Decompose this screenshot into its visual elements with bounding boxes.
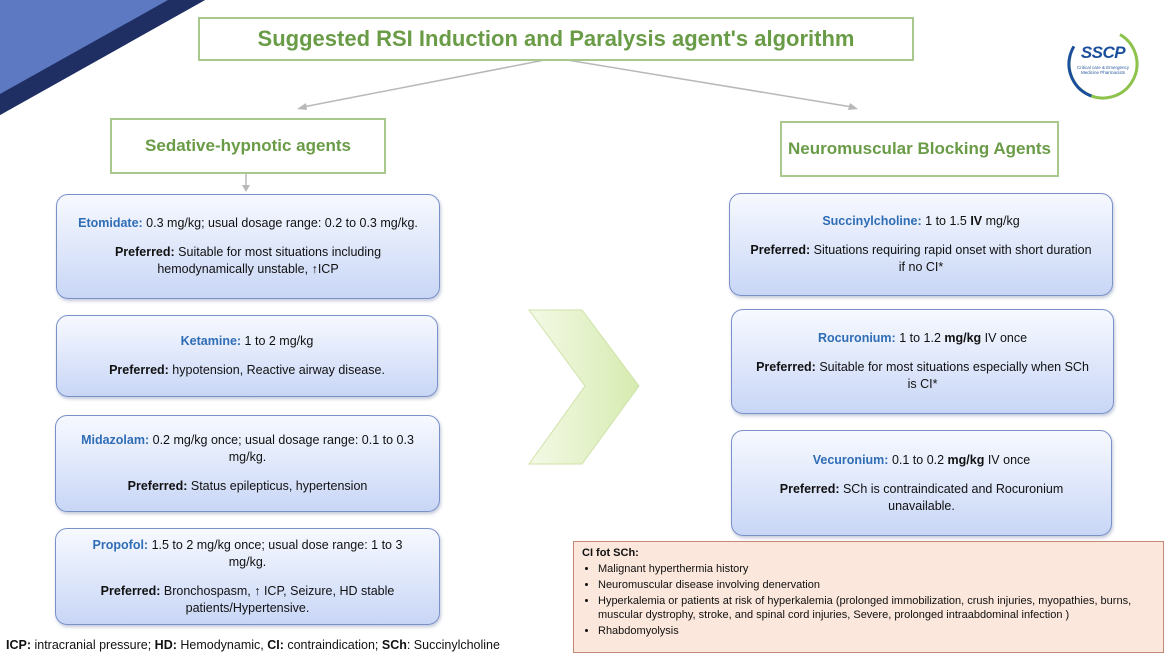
drug-box-midazolam: Midazolam: 0.2 mg/kg once; usual dosage … bbox=[55, 415, 440, 512]
abbr-sch: SCh bbox=[381, 638, 407, 652]
abbr-ci: CI: bbox=[267, 638, 284, 652]
drug-box-etomidate: Etomidate: 0.3 mg/kg; usual dosage range… bbox=[56, 194, 440, 299]
preferred-text: Status epilepticus, hypertension bbox=[187, 479, 368, 493]
preferred-text: hypotension, Reactive airway disease. bbox=[168, 363, 385, 377]
drug-box-ketamine: Ketamine: 1 to 2 mg/kg Preferred: hypote… bbox=[56, 315, 438, 397]
drug-name: Vecuronium: bbox=[812, 452, 889, 467]
preferred-label: Preferred: bbox=[100, 583, 161, 598]
drug-box-succinylcholine: Succinylcholine: 1 to 1.5 IV mg/kg Prefe… bbox=[729, 193, 1113, 296]
drug-dose: 1 to 1.5 bbox=[921, 214, 971, 228]
diagram-title: Suggested RSI Induction and Paralysis ag… bbox=[198, 17, 914, 61]
preferred-text: SCh is contraindicated and Rocuronium un… bbox=[839, 481, 1064, 513]
list-item: Neuromuscular disease involving denervat… bbox=[598, 578, 1155, 592]
drug-box-propofol: Propofol: 1.5 to 2 mg/kg once; usual dos… bbox=[55, 528, 440, 625]
drug-dose-emphasis: IV bbox=[970, 214, 983, 228]
drug-dose-emphasis: mg/kg bbox=[947, 452, 985, 467]
preferred-label: Preferred: bbox=[756, 360, 816, 374]
abbr-sch-text: : Succinylcholine bbox=[406, 638, 500, 652]
drug-name: Midazolam: bbox=[81, 433, 150, 447]
category-neuromuscular-blocking: Neuromuscular Blocking Agents bbox=[780, 121, 1059, 177]
preferred-label: Preferred: bbox=[779, 481, 840, 496]
preferred-text: Suitable for most situations especially … bbox=[815, 360, 1089, 391]
category-sedative-hypnotic: Sedative-hypnotic agents bbox=[110, 118, 386, 174]
drug-dose: 1 to 2 mg/kg bbox=[241, 334, 314, 348]
abbr-icp-text: intracranial pressure; bbox=[31, 638, 155, 652]
abbr-hd-text: Hemodynamic, bbox=[176, 638, 268, 652]
drug-dose: 1 to 1.2 bbox=[895, 331, 945, 345]
abbr-icp: ICP: bbox=[6, 638, 31, 652]
chevron-right-icon bbox=[528, 309, 640, 465]
drug-dose: mg/kg bbox=[982, 214, 1020, 228]
preferred-label: Preferred: bbox=[114, 245, 175, 259]
sscp-logo-icon bbox=[1067, 28, 1139, 100]
abbr-ci-text: contraindication; bbox=[283, 638, 382, 652]
preferred-label: Preferred: bbox=[109, 363, 169, 377]
drug-name: Rocuronium: bbox=[817, 331, 896, 345]
preferred-label: Preferred: bbox=[127, 479, 188, 493]
drug-dose: IV once bbox=[981, 331, 1028, 345]
drug-dose-emphasis: mg/kg bbox=[944, 331, 982, 345]
drug-dose: IV once bbox=[984, 452, 1031, 467]
drug-dose: 0.3 mg/kg; usual dosage range: 0.2 to 0.… bbox=[142, 216, 418, 230]
drug-dose: 0.1 to 0.2 bbox=[888, 452, 948, 467]
drug-name: Etomidate: bbox=[78, 216, 143, 230]
drug-box-rocuronium: Rocuronium: 1 to 1.2 mg/kg IV once Prefe… bbox=[731, 309, 1114, 414]
drug-box-vecuronium: Vecuronium: 0.1 to 0.2 mg/kg IV once Pre… bbox=[731, 430, 1112, 536]
preferred-text: Bronchospasm, ↑ ICP, Seizure, HD stable … bbox=[160, 583, 395, 615]
contraindications-box: CI fot SCh: Malignant hyperthermia histo… bbox=[573, 541, 1164, 653]
list-item: Malignant hyperthermia history bbox=[598, 562, 1155, 576]
drug-dose: 0.2 mg/kg once; usual dosage range: 0.1 … bbox=[149, 433, 414, 464]
contraindications-list: Malignant hyperthermia history Neuromusc… bbox=[582, 562, 1155, 638]
logo-text: SSCP bbox=[1080, 43, 1126, 62]
preferred-text: Situations requiring rapid onset with sh… bbox=[810, 243, 1092, 274]
drug-name: Ketamine: bbox=[180, 334, 242, 348]
abbr-hd: HD: bbox=[154, 638, 177, 652]
list-item: Rhabdomyolysis bbox=[598, 624, 1155, 638]
preferred-text: Suitable for most situations including h… bbox=[157, 245, 382, 276]
drug-name: Succinylcholine: bbox=[822, 214, 922, 228]
abbreviations-footer: ICP: intracranial pressure; HD: Hemodyna… bbox=[6, 638, 500, 652]
list-item: Hyperkalemia or patients at risk of hype… bbox=[598, 594, 1155, 622]
preferred-label: Preferred: bbox=[750, 243, 811, 257]
logo-subtitle: Critical care & Emergency Medicine Pharm… bbox=[1076, 65, 1130, 75]
drug-name: Propofol: bbox=[92, 537, 149, 552]
contraindications-title: CI fot SCh: bbox=[582, 547, 639, 559]
drug-dose: 1.5 to 2 mg/kg once; usual dose range: 1… bbox=[148, 537, 403, 569]
